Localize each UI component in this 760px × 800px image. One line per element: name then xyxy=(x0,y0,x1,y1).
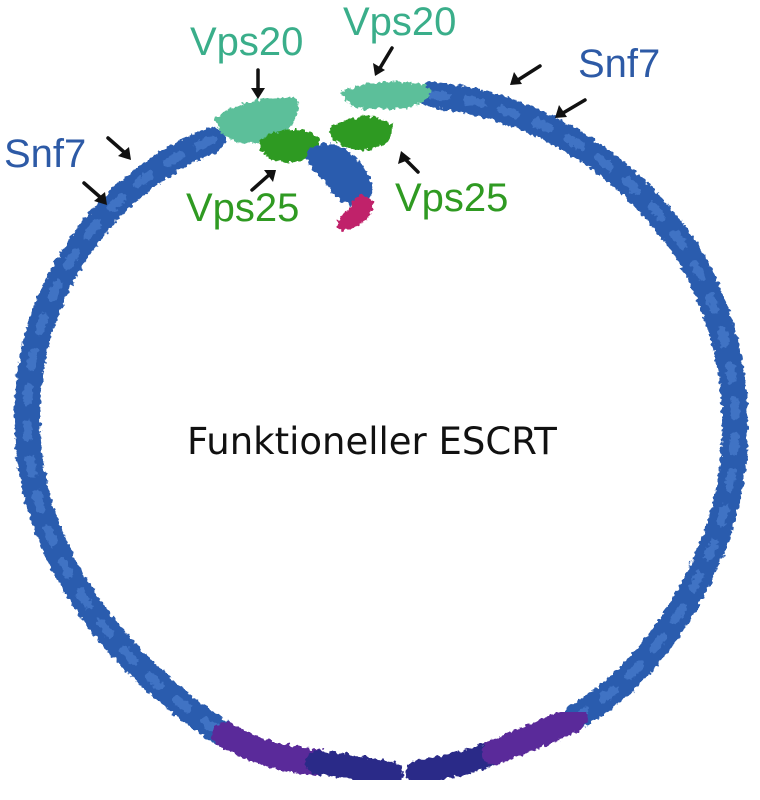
label-vps20-left: Vps20 xyxy=(190,20,304,64)
label-vps25-left: Vps25 xyxy=(186,186,300,230)
purple-segment-right xyxy=(482,705,588,765)
arrow-vps25-right xyxy=(398,151,420,174)
central-complex xyxy=(306,143,374,231)
arrow-snf7-right-2 xyxy=(555,98,587,118)
label-snf7-left: Snf7 xyxy=(4,132,87,176)
vps25-left-blob xyxy=(260,129,321,163)
vps20-right-blob xyxy=(340,81,432,110)
diagram-title: Funktioneller ESCRT xyxy=(187,420,557,463)
navy-segment-left xyxy=(306,750,404,786)
central-snf7-blob xyxy=(306,143,373,206)
annotation-arrows xyxy=(82,46,587,205)
arrow-vps25-left xyxy=(250,170,276,192)
arrow-snf7-left-1 xyxy=(106,136,131,160)
arrow-vps20-right xyxy=(373,46,394,76)
arrow-snf7-left-2 xyxy=(82,181,107,205)
arrow-vps20-left xyxy=(251,68,265,99)
snf7-polymer xyxy=(14,82,749,748)
label-vps25-right: Vps25 xyxy=(395,176,509,220)
vps4-magenta-tail xyxy=(337,195,374,231)
vps20-subunits xyxy=(214,81,432,144)
label-vps20-right: Vps20 xyxy=(343,0,457,44)
purple-segment-left xyxy=(212,722,331,775)
arrow-snf7-right-1 xyxy=(510,64,542,85)
vps25-subunits xyxy=(260,116,393,163)
bottom-segments xyxy=(212,705,588,786)
vps25-right-blob xyxy=(329,116,393,151)
label-snf7-right: Snf7 xyxy=(578,42,661,86)
